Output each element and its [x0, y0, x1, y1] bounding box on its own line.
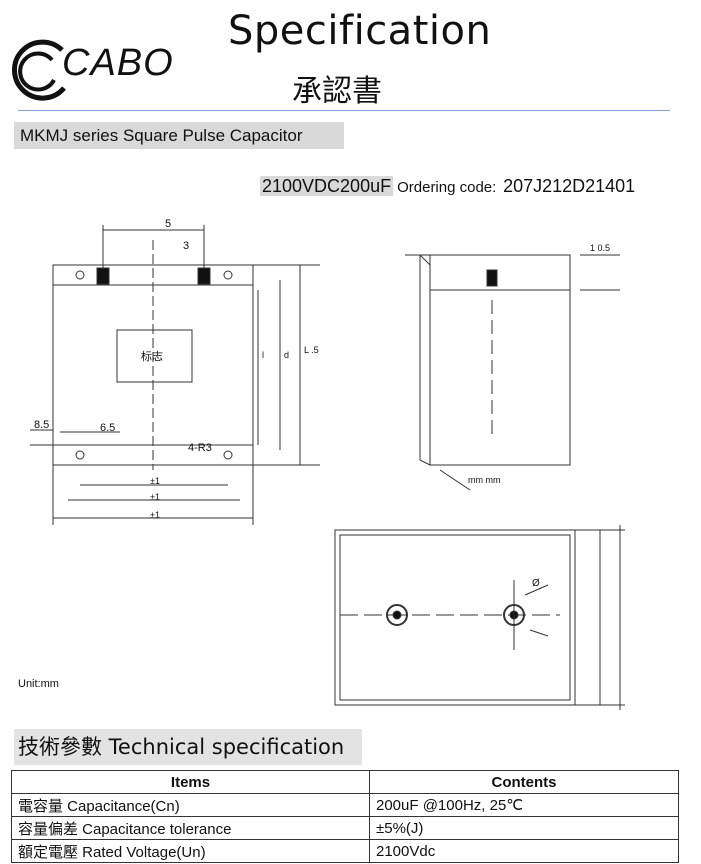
logo-text: CABO — [62, 42, 174, 84]
ordering-code: 207J212D21401 — [503, 176, 636, 196]
dim-label: Ø — [532, 578, 540, 589]
dim-label: 5 — [165, 218, 172, 230]
model-number: 2100VDC200uF — [260, 176, 394, 196]
item-cell: 額定電壓 Rated Voltage(Un) — [11, 839, 370, 863]
header-divider — [18, 110, 670, 111]
dim-label: 3 — [183, 240, 190, 252]
technical-heading: 技術參數 Technical specification — [14, 729, 362, 765]
unit-label: Unit:mm — [18, 678, 59, 690]
dim-label: l — [262, 350, 264, 360]
column-header: Items — [11, 770, 370, 794]
page-title: Specification — [228, 8, 492, 54]
content-cell: 2100Vdc — [369, 839, 679, 863]
item-cell: 容量偏差 Capacitance tolerance — [11, 816, 370, 840]
dim-label: ±1 — [150, 476, 160, 486]
cabo-logo-icon — [11, 39, 66, 101]
marking-label: 标志 — [141, 351, 163, 363]
ordering-code-label: Ordering code: — [397, 179, 497, 196]
series-title: MKMJ series Square Pulse Capacitor — [14, 122, 344, 149]
dim-label: mm mm — [468, 475, 501, 485]
dim-label: 1 0.5 — [590, 243, 611, 253]
page-subtitle: 承認書 — [292, 74, 382, 109]
content-cell: ±5%(J) — [369, 816, 679, 840]
dim-label: ±1 — [150, 492, 160, 502]
item-cell: 電容量 Capacitance(Cn) — [11, 793, 370, 817]
dim-label: 6.5 — [100, 422, 116, 434]
dim-label: 4-R3 — [188, 442, 212, 454]
table-row: 容量偏差 Capacitance tolerance ±5%(J) — [11, 816, 679, 840]
front-view-drawing — [30, 225, 320, 525]
bottom-view-drawing — [334, 525, 625, 710]
dim-label: ±1 — [150, 510, 160, 520]
content-cell: 200uF @100Hz, 25℃ — [369, 793, 679, 817]
column-header: Contents — [369, 770, 679, 794]
table-row: 電容量 Capacitance(Cn) 200uF @100Hz, 25℃ — [11, 793, 679, 817]
spec-table: Items Contents 電容量 Capacitance(Cn) 200uF… — [11, 770, 679, 863]
dim-label: L .5 — [304, 345, 319, 355]
dim-label: 8.5 — [34, 419, 50, 431]
table-header-row: Items Contents — [11, 770, 679, 794]
dim-label: d — [284, 350, 290, 360]
side-view-drawing — [405, 254, 620, 491]
table-row: 額定電壓 Rated Voltage(Un) 2100Vdc — [11, 839, 679, 863]
